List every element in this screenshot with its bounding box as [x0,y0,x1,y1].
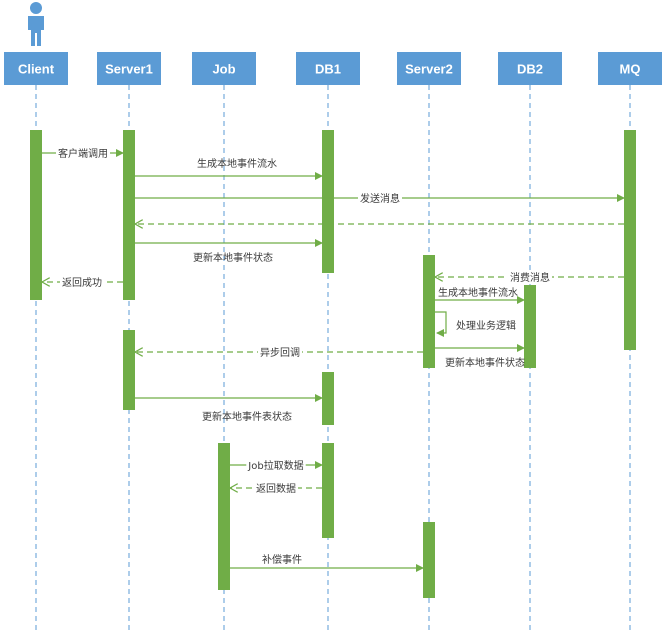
message-async-callback: 异步回调 [135,346,423,359]
activation-bar-server2 [423,522,435,598]
activation-bars [30,130,636,598]
message-process-logic: 处理业务逻辑 [435,311,516,337]
participant-server2: Server2 [397,52,461,85]
message-arrow [435,311,447,337]
messages: 客户端调用生成本地事件流水发送消息更新本地事件状态返回成功消费消息生成本地事件流… [42,147,625,572]
message-label: 更新本地事件状态 [193,251,273,264]
participant-label: Job [212,62,235,77]
message-label: 更新本地事件状态 [445,356,525,369]
participant-db2: DB2 [498,52,562,85]
activation-bar-client [30,130,42,300]
message-label: 返回成功 [62,277,102,289]
activation-bar-server1 [123,130,135,300]
message-label: 处理业务逻辑 [456,319,516,332]
message-label: 补偿事件 [262,553,302,566]
activation-bar-db1 [322,130,334,273]
message-label: 返回数据 [256,482,296,495]
activation-bar-server2 [423,255,435,368]
activation-bar-db1 [322,443,334,538]
message-label: Job拉取数据 [247,459,303,472]
activation-bar-mq [624,130,636,350]
participant-job: Job [192,52,256,85]
message-label: 生成本地事件流水 [197,157,277,170]
participant-label: Client [18,62,55,77]
message-label: 异步回调 [260,347,300,359]
message-send-msg: 发送消息 [135,192,625,205]
message-client-call: 客户端调用 [42,147,124,160]
message-label: 发送消息 [360,192,400,205]
message-label: 消费消息 [510,271,550,284]
participant-label: MQ [620,62,641,77]
message-label: 客户端调用 [58,147,108,160]
participant-server1: Server1 [97,52,161,85]
activation-bar-server1 [123,330,135,410]
message-update-status-db2: 更新本地事件状态 [435,344,525,369]
message-compensate: 补偿事件 [230,553,424,572]
message-return-success: 返回成功 [42,276,123,289]
participant-mq: MQ [598,52,662,85]
activation-bar-db2 [524,285,536,368]
message-consume-msg: 消费消息 [435,271,624,284]
activation-bar-job [218,443,230,590]
participant-client: Client [4,52,68,85]
participant-db1: DB1 [296,52,360,85]
participant-headers: Client Server1 Job DB1 Server2 DB2 MQ [4,52,662,85]
actor-icon [28,2,44,46]
participant-label: DB2 [517,62,543,77]
message-return-data: 返回数据 [230,482,322,495]
message-update-table-status: 更新本地事件表状态 [135,394,323,423]
participant-label: DB1 [315,62,341,77]
message-label: 生成本地事件流水 [438,286,518,299]
activation-bar-db1 [322,372,334,425]
message-gen-flow-db1: 生成本地事件流水 [135,157,323,180]
participant-label: Server1 [105,62,153,77]
participant-label: Server2 [405,62,453,77]
message-update-status-db1: 更新本地事件状态 [135,239,323,264]
message-job-pull: Job拉取数据 [230,459,323,472]
message-label: 更新本地事件表状态 [202,410,292,423]
message-gen-flow-db2: 生成本地事件流水 [435,286,525,304]
